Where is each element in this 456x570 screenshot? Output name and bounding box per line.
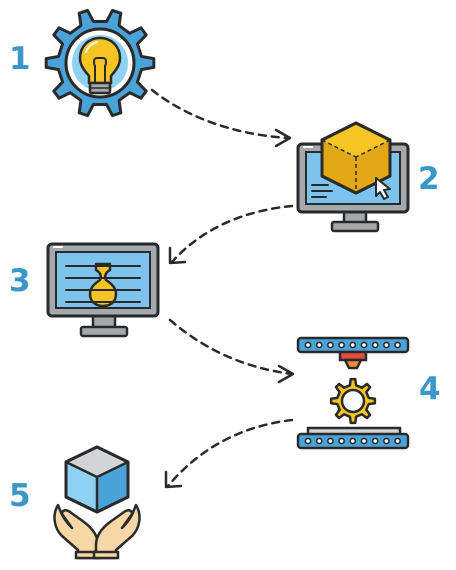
- rail-dot: [394, 341, 401, 349]
- step-number-2: 2: [418, 161, 440, 197]
- rail-dot: [315, 437, 323, 445]
- step-number-5: 5: [9, 478, 31, 514]
- arrow-1-to-2: [150, 88, 292, 148]
- rail-dot: [326, 437, 334, 445]
- rail-dot: [349, 341, 357, 349]
- rail-dot: [360, 341, 368, 349]
- step-number-1: 1: [9, 41, 31, 77]
- rail-dot: [315, 341, 323, 349]
- step-number-4: 4: [419, 371, 441, 407]
- rail-dot: [304, 341, 312, 349]
- rail-dot: [394, 437, 401, 445]
- rail-dot: [360, 437, 368, 445]
- rail-dot: [382, 341, 390, 349]
- arrow-3-to-4: [168, 318, 295, 384]
- 3d-printer-gear-icon: [296, 336, 410, 450]
- rail-dot: [338, 341, 345, 349]
- step-number-3: 3: [9, 263, 31, 299]
- arrow-4-to-5: [164, 418, 294, 489]
- rail-dot: [326, 341, 334, 349]
- monitor-3d-cube-icon: [296, 121, 410, 233]
- rail-dot: [304, 437, 312, 445]
- rail-dot: [349, 437, 357, 445]
- gear-lightbulb-icon: [44, 8, 156, 118]
- rail-dot: [338, 437, 345, 445]
- monitor-vase-model-icon: [46, 242, 160, 338]
- hands-holding-cube-icon: [53, 445, 141, 560]
- rail-dot: [382, 437, 390, 445]
- rail-dot: [371, 341, 379, 349]
- rail-dot: [371, 437, 379, 445]
- arrow-2-to-3: [168, 204, 294, 265]
